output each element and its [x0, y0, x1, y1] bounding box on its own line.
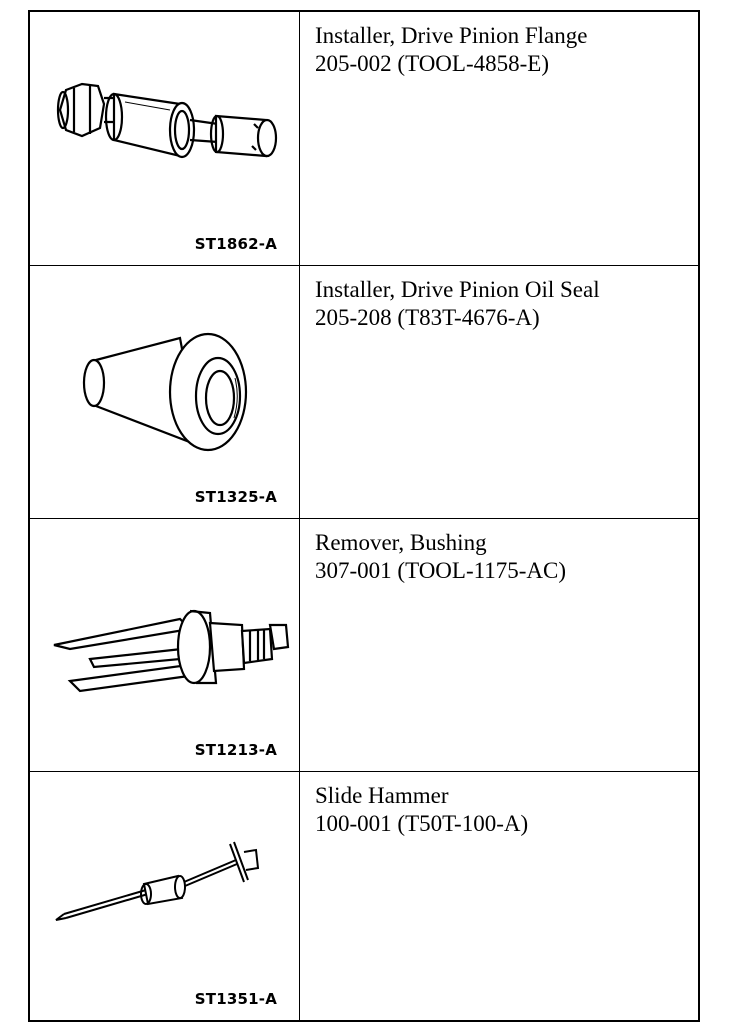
oil-seal-installer-icon — [82, 332, 248, 452]
table-row: ST1862-A Installer, Drive Pinion Flange … — [30, 12, 698, 266]
slide-hammer-icon — [55, 841, 260, 921]
table-row: ST1351-A Slide Hammer 100-001 (T50T-100-… — [30, 772, 698, 1020]
tool-name: Installer, Drive Pinion Oil Seal — [315, 277, 600, 302]
tool-number: 307-001 (TOOL-1175-AC) — [315, 558, 567, 583]
tool-name: Slide Hammer — [315, 783, 449, 808]
tool-name: Installer, Drive Pinion Flange — [315, 23, 588, 48]
pinion-flange-installer-icon — [56, 82, 278, 159]
tool-name: Remover, Bushing — [315, 530, 487, 555]
tool-figure-code: ST1213-A — [194, 741, 277, 759]
table-row: ST1325-A Installer, Drive Pinion Oil Sea… — [30, 266, 698, 519]
tool-illustration-cell: ST1351-A — [30, 772, 300, 1020]
tool-illustration-cell: ST1862-A — [30, 12, 300, 265]
tool-number: 205-002 (TOOL-4858-E) — [315, 51, 549, 76]
tool-description-cell: Installer, Drive Pinion Flange 205-002 (… — [300, 12, 698, 265]
tool-number: 205-208 (T83T-4676-A) — [315, 305, 540, 330]
special-tools-table: ST1862-A Installer, Drive Pinion Flange … — [28, 10, 700, 1022]
bushing-remover-icon — [53, 609, 290, 693]
tool-illustration-cell: ST1325-A — [30, 266, 300, 518]
tool-figure-code: ST1325-A — [194, 488, 277, 506]
tool-illustration-cell: ST1213-A — [30, 519, 300, 771]
table-row: ST1213-A Remover, Bushing 307-001 (TOOL-… — [30, 519, 698, 772]
tool-description-cell: Slide Hammer 100-001 (T50T-100-A) — [300, 772, 698, 1020]
tool-description-cell: Installer, Drive Pinion Oil Seal 205-208… — [300, 266, 698, 518]
tool-description-cell: Remover, Bushing 307-001 (TOOL-1175-AC) — [300, 519, 698, 771]
tool-figure-code: ST1351-A — [194, 990, 277, 1008]
tool-number: 100-001 (T50T-100-A) — [315, 811, 529, 836]
tool-figure-code: ST1862-A — [194, 235, 277, 253]
